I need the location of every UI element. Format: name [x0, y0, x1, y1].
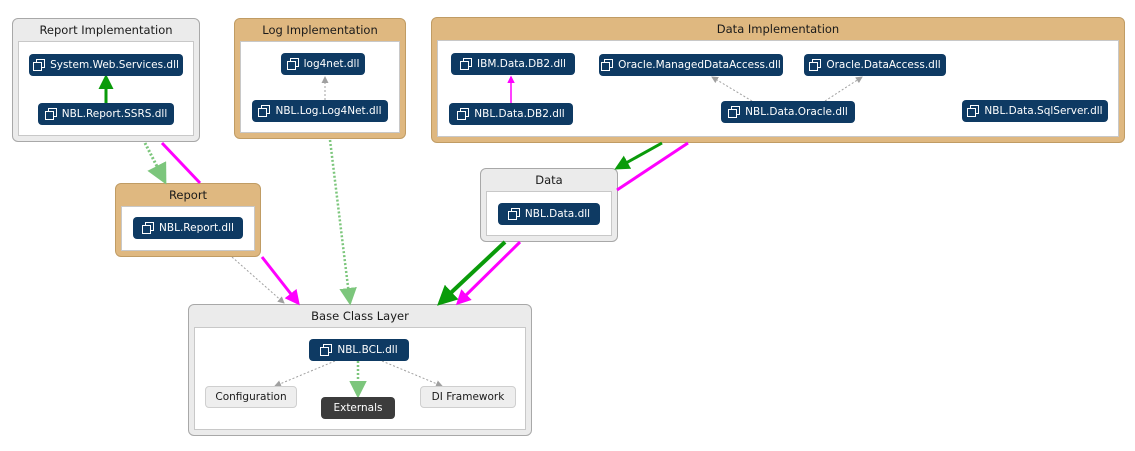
group-title: Data Implementation [716, 22, 840, 36]
node-label: NBL.Data.Oracle.dll [745, 106, 848, 118]
node-system-web-services[interactable]: System.Web.Services.dll [29, 54, 183, 76]
group-title: Base Class Layer [311, 309, 409, 323]
node-oracle-data-access[interactable]: Oracle.DataAccess.dll [804, 54, 946, 76]
stacked-document-icon [967, 105, 980, 117]
stacked-document-icon [809, 59, 822, 71]
node-nbl-data-db2[interactable]: NBL.Data.DB2.dll [449, 103, 573, 125]
node-label: Oracle.DataAccess.dll [826, 59, 941, 71]
stacked-document-icon [258, 105, 271, 117]
node-label: NBL.Report.dll [159, 222, 234, 234]
node-label: DI Framework [431, 391, 505, 403]
stacked-document-icon [460, 58, 473, 70]
node-label: NBL.Data.DB2.dll [474, 108, 565, 120]
node-log4net[interactable]: log4net.dll [281, 53, 365, 75]
edge-bcl-to-configuration [274, 360, 336, 387]
stacked-document-icon [33, 59, 46, 71]
node-label: log4net.dll [303, 58, 360, 70]
node-nbl-data-oracle[interactable]: NBL.Data.Oracle.dll [721, 101, 855, 123]
edge-dataimpl-to-bcl-magenta-a [616, 141, 689, 192]
node-ibm-data-db2[interactable]: IBM.Data.DB2.dll [451, 53, 575, 75]
edge-dataimpl-to-bcl-magenta-b [455, 240, 522, 306]
node-nbl-data-sqlserver[interactable]: NBL.Data.SqlServer.dll [962, 100, 1108, 122]
node-nbl-report-ssrs[interactable]: NBL.Report.SSRS.dll [38, 103, 174, 125]
edge-reportimpl-to-report [143, 142, 167, 185]
node-di-framework[interactable]: DI Framework [420, 386, 516, 408]
edge-oracle-to-managed [711, 76, 753, 102]
node-nbl-data[interactable]: NBL.Data.dll [498, 203, 600, 225]
edge-report-to-bcl-gray [231, 256, 285, 304]
node-nbl-report[interactable]: NBL.Report.dll [133, 217, 243, 239]
stacked-document-icon [457, 108, 470, 120]
edge-bcl-to-diframework [381, 360, 443, 387]
node-nbl-bcl[interactable]: NBL.BCL.dll [309, 339, 409, 361]
edge-logimpl-to-bcl [328, 139, 357, 306]
node-nbl-log-log4net[interactable]: NBL.Log.Log4Net.dll [252, 100, 388, 122]
group-title: Data [535, 173, 563, 187]
node-label: Oracle.ManagedDataAccess.dll [618, 59, 781, 71]
node-label: NBL.Data.SqlServer.dll [984, 105, 1103, 117]
stacked-document-icon [286, 58, 299, 70]
edge-oracle-to-dataaccess [824, 76, 863, 102]
group-title: Report [168, 188, 208, 202]
node-label: NBL.Log.Log4Net.dll [275, 105, 382, 117]
node-configuration[interactable]: Configuration [205, 386, 297, 408]
node-label: NBL.BCL.dll [337, 344, 398, 356]
node-label: Configuration [215, 391, 287, 403]
node-externals[interactable]: Externals [321, 397, 395, 419]
stacked-document-icon [507, 208, 520, 220]
edge-report-to-bcl-magenta [260, 256, 300, 306]
edge-data-to-bcl-green [437, 240, 507, 306]
stacked-document-icon [142, 222, 155, 234]
stacked-document-icon [320, 344, 333, 356]
node-label: System.Web.Services.dll [50, 59, 179, 71]
node-label: NBL.Report.SSRS.dll [61, 108, 168, 120]
node-oracle-managed-data-access[interactable]: Oracle.ManagedDataAccess.dll [599, 54, 783, 76]
group-title: Report Implementation [39, 23, 173, 37]
node-label: Externals [333, 402, 383, 414]
group-title: Log Implementation [262, 23, 378, 37]
stacked-document-icon [728, 106, 741, 118]
node-label: IBM.Data.DB2.dll [477, 58, 566, 70]
stacked-document-icon [601, 59, 614, 71]
node-label: NBL.Data.dll [524, 208, 591, 220]
edge-dataimpl-to-data-green [614, 141, 663, 170]
stacked-document-icon [44, 108, 57, 120]
edge-reportimpl-to-bcl-magenta-a [160, 141, 202, 185]
